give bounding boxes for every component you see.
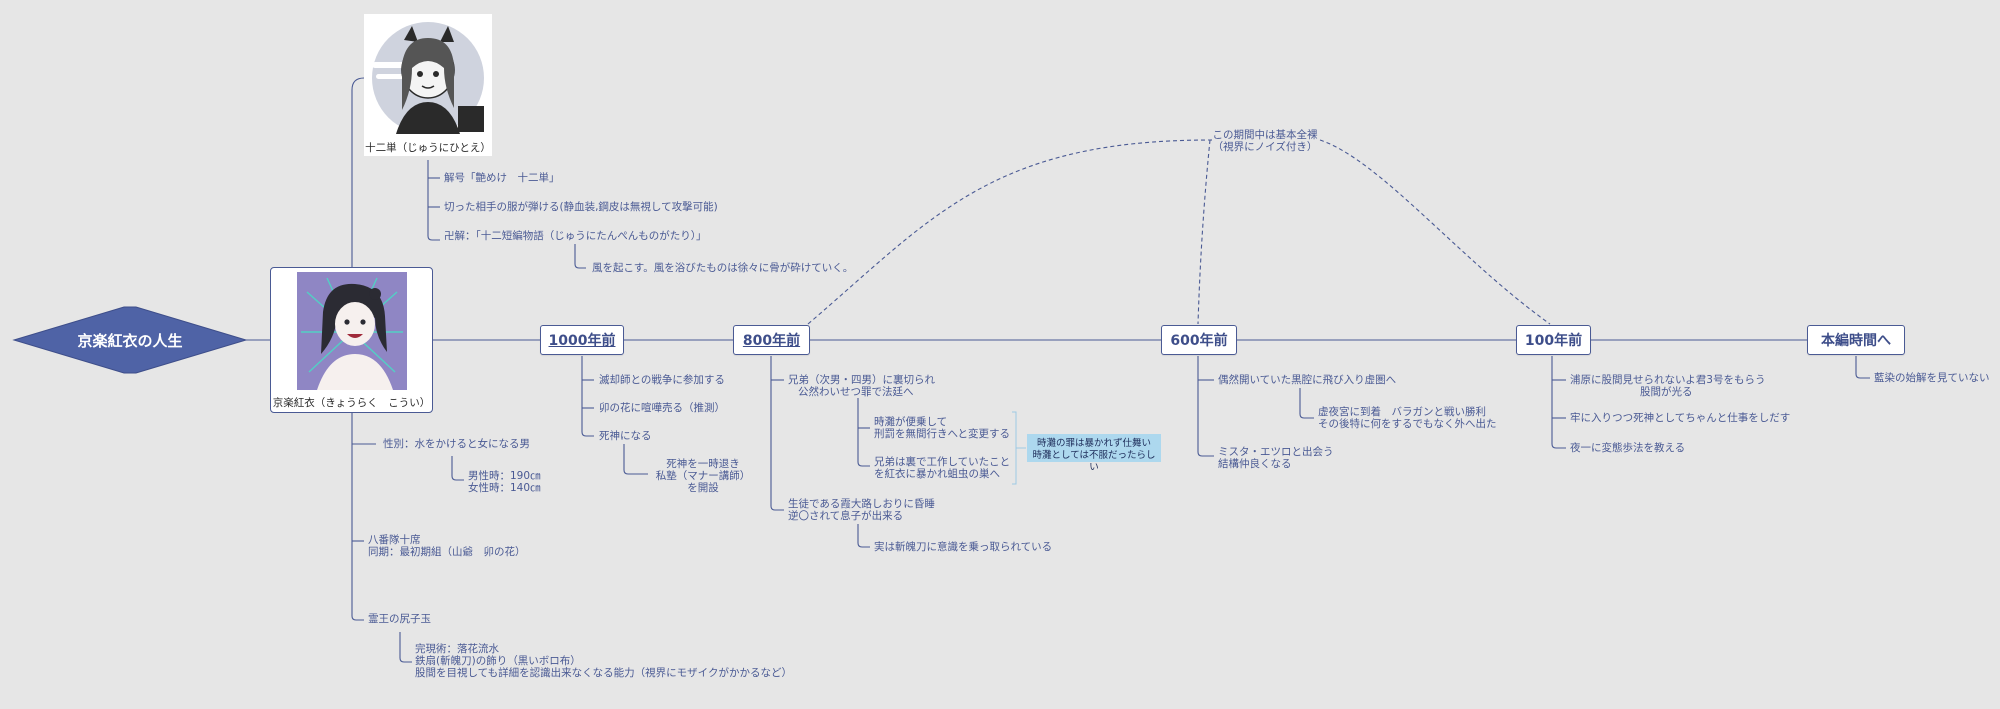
profile-peers: 同期：最初期組（山爺 卯の花） [368,546,526,558]
profile-power-1: 完現術：落花流水 [415,643,499,655]
e800-item-2-sub: 実は斬魄刀に意識を乗っ取られている [874,541,1053,553]
profile-rank: 八番隊十席 [368,534,421,546]
character-card[interactable]: 京楽紅衣（きょうらく こうい） [270,267,433,413]
character-portrait-icon [297,272,407,390]
era-800-node[interactable]: 800年前 [733,325,810,355]
zanpakuto-name: 十二単（じゅうにひとえ） [365,142,491,154]
e600-item-2a: ミスタ・エツロと出会う [1218,446,1334,458]
profile-power-2: 鉄扇(斬魄刀)の飾り（黒いボロ布） [415,655,581,667]
e800-sub-2a: 兄弟は裏で工作していたこと [874,456,1011,468]
e100-item-3: 夜一に変態歩法を教える [1570,442,1686,454]
zanpakuto-illustration-icon [372,22,484,134]
zanpakuto-bankai: 卍解：「十二短編物語（じゅうにたんぺんものがたり）」 [444,230,707,242]
zanpakuto-card[interactable]: 十二単（じゅうにひとえ） [364,14,492,156]
e800-note-box[interactable]: 時灘の罪は暴かれず仕舞い 時灘としては不服だったらしい [1027,434,1161,473]
profile-power-3: 股間を目視しても詳細を認識出来なくなる能力（視界にモザイクがかかるなど） [415,667,792,679]
profile-gender: 性別：水をかけると女になる男 [383,438,530,450]
character-name: 京楽紅衣（きょうらく こうい） [272,397,431,409]
e1000-item-3: 死神になる [599,430,652,442]
e800-sub-1b: 刑罰を無間行きへと変更する [874,428,1010,440]
root-shape [12,306,248,374]
zanpakuto-ability: 切った相手の服が弾ける(静血装,鋼皮は無視して攻撃可能) [444,201,718,213]
e1000-sub-2: 私塾（マナー講師） [655,470,751,482]
e600-sub-1b: その後特に何をするでもなく外へ出た [1318,418,1497,430]
e100-item-1b: 股間が光る [1640,386,1693,398]
period-note-line-2: （視界にノイズ付き） [1212,141,1318,153]
e800-note-line-2: 時灘としては不服だったらしい [1032,450,1156,473]
e800-sub-1a: 時灘が便乗して [874,416,948,428]
profile-hogyoku: 霊王の尻子玉 [368,613,431,625]
e1000-item-1: 滅却師との戦争に参加する [599,374,725,386]
e800-sub-2b: を紅衣に暴かれ蛆虫の巣へ [874,468,1000,480]
e1000-sub-1: 死神を一時退き [666,458,740,470]
e800-item-2b: 逆〇されて息子が出来る [788,510,904,522]
era-100-node[interactable]: 100年前 [1516,325,1591,355]
bankai-detail: 風を起こす。風を浴びたものは徐々に骨が砕けていく。 [592,262,854,274]
e800-item-1a: 兄弟（次男・四男）に裏切られ [788,374,935,386]
era-main-node[interactable]: 本編時間へ [1807,325,1905,355]
link-to-zanpakuto [351,77,365,268]
profile-height-female: 女性時：140㎝ [468,482,541,494]
e600-item-1: 偶然開いていた黒腔に飛び入り虚圏へ [1218,374,1397,386]
e600-item-2b: 結構仲良くなる [1218,458,1292,470]
e1000-item-2: 卯の花に喧嘩売る（推測） [599,402,725,414]
main-item: 藍染の始解を見ていない [1874,372,1990,384]
e600-sub-1a: 虚夜宮に到着 バラガンと戦い勝利 [1318,406,1486,418]
e800-item-1b: 公然わいせつ罪で法廷へ [798,386,914,398]
profile-height-male: 男性時：190㎝ [468,470,541,482]
e800-note-line-1: 時灘の罪は暴かれず仕舞い [1036,438,1151,449]
e100-item-1a: 浦原に股間見せられないよ君3号をもらう [1570,374,1766,386]
root-title[interactable]: 京楽紅衣の人生 [77,331,183,350]
era-1000-node[interactable]: 1000年前 [540,325,624,355]
era-600-node[interactable]: 600年前 [1161,325,1237,355]
zanpakuto-release-phrase: 解号「艶めけ 十二単」 [444,172,560,184]
e1000-sub-3: を開設 [687,482,719,494]
e800-item-2a: 生徒である霞大路しおりに昏睡 [788,498,935,510]
e100-item-2: 牢に入りつつ死神としてちゃんと仕事をしだす [1570,412,1791,424]
period-note-line-1: この期間中は基本全裸 [1212,129,1318,141]
